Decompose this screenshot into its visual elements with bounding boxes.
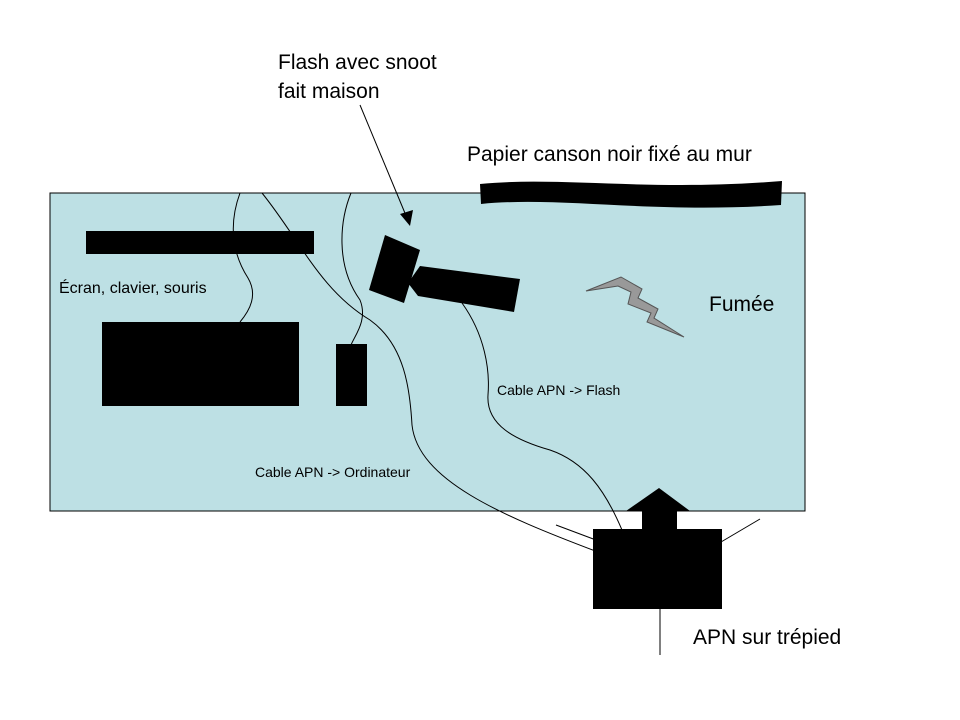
label-cable-computer: Cable APN -> Ordinateur bbox=[255, 464, 411, 480]
smoke-shape bbox=[585, 276, 685, 338]
label-flash-line2: fait maison bbox=[278, 80, 380, 103]
tripod-leg-left bbox=[555, 524, 597, 541]
flash-head-shape bbox=[369, 235, 420, 303]
tripod-leg-right bbox=[720, 518, 761, 543]
keyboard-shape bbox=[102, 322, 299, 406]
camera-lens-arrow bbox=[626, 488, 690, 530]
screen-shape bbox=[86, 231, 314, 254]
cable-screen-to-camera bbox=[261, 192, 599, 553]
label-cable-flash: Cable APN -> Flash bbox=[497, 382, 620, 398]
cable-mouse bbox=[341, 192, 364, 346]
flash-label-arrowhead bbox=[400, 210, 413, 226]
label-flash-line1: Flash avec snoot bbox=[278, 51, 437, 74]
flash-label-arrow-line bbox=[359, 104, 408, 219]
camera-body-shape bbox=[593, 529, 722, 609]
flash-snoot-shape bbox=[408, 266, 520, 312]
cable-flash-to-camera bbox=[461, 302, 623, 531]
label-paper: Papier canson noir fixé au mur bbox=[467, 143, 752, 166]
label-smoke: Fumée bbox=[709, 293, 774, 316]
cable-keyboard bbox=[232, 192, 253, 323]
mouse-shape bbox=[336, 344, 367, 406]
black-paper-shape bbox=[480, 181, 782, 208]
label-screen: Écran, clavier, souris bbox=[59, 278, 207, 297]
label-camera: APN sur trépied bbox=[693, 626, 841, 649]
